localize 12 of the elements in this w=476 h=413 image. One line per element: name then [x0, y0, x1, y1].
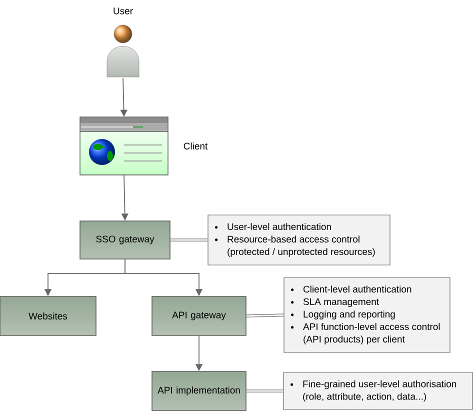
note-box: Client-level authentication SLA management Logging and reporting API function-level access control (API products) per client [284, 277, 450, 353]
process-box: API gateway [152, 296, 246, 336]
note-box: User-level authentication Resource-based access control (protected / unprotected resources) [208, 214, 390, 266]
note-box: Fine-grained user-level authorisation (role, attribute, action, data...) [283, 372, 473, 410]
node-label: User [114, 8, 133, 14]
connector-line [246, 314, 284, 318]
connector-line [246, 390, 284, 392]
process-box: Websites [0, 296, 96, 336]
connector-line [170, 238, 208, 242]
node-label: Client [184, 142, 208, 150]
process-box: SSO gateway [80, 220, 170, 260]
process-box: API implementation [152, 371, 246, 411]
